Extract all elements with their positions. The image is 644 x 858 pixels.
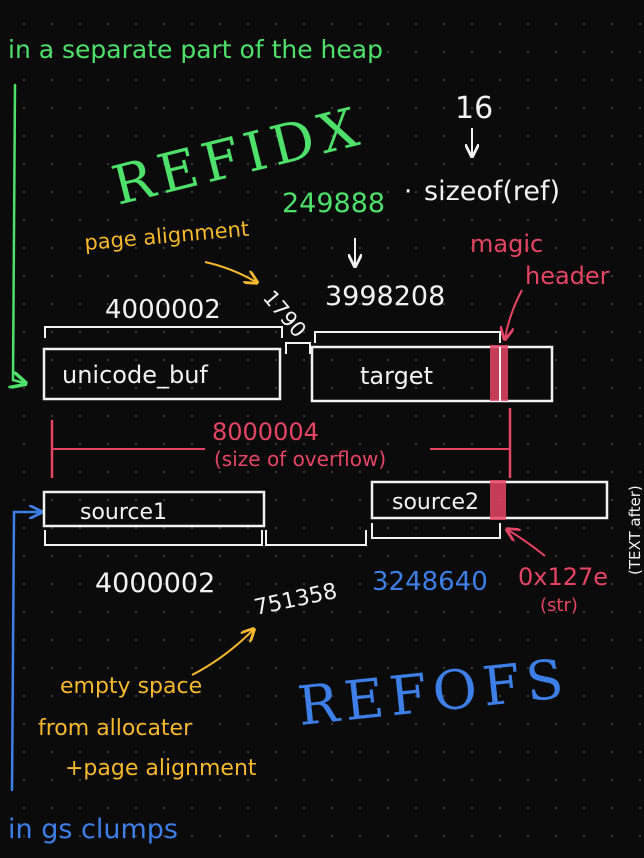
source1-label: source1 <box>80 500 167 525</box>
overflow-note: (size of overflow) <box>214 447 386 471</box>
row2-left-size: 4000002 <box>95 568 215 599</box>
empty-space-line3: +page alignment <box>65 756 257 781</box>
source2-label: source2 <box>392 490 479 515</box>
blue-bracket <box>10 510 40 792</box>
row1-left-size: 4000002 <box>105 295 221 325</box>
refidx-result: 3998208 <box>325 281 445 312</box>
sizeof-ref: sizeof(ref) <box>424 176 560 207</box>
empty-space-line2: from allocater <box>38 716 193 741</box>
unicode-buf-box <box>42 347 282 401</box>
source1-bottom-bracket <box>44 530 263 546</box>
row2-right-size: 3248640 <box>372 567 488 597</box>
empty-space-line1: empty space <box>60 674 202 699</box>
bottom-note: in gs clumps <box>8 814 178 845</box>
unicode-buf-label: unicode_buf <box>62 361 208 389</box>
overflow-size: 8000004 <box>212 418 319 446</box>
row1-gap-size: 1790 <box>258 286 311 342</box>
page-alignment-label: page alignment <box>83 217 250 255</box>
hex-value: 0x127e <box>518 563 608 591</box>
page-alignment-arrow <box>204 261 256 282</box>
source1-box <box>42 490 266 528</box>
row2-gap-size: 751358 <box>252 579 339 621</box>
target-label: target <box>360 362 433 390</box>
row1-gap-bracket <box>285 342 311 354</box>
unicode-buf-top-bracket <box>44 326 283 338</box>
multiply-dot: · <box>404 177 412 207</box>
str-label: (str) <box>540 595 578 616</box>
row2-gap-bracket <box>265 530 367 546</box>
source2-box <box>370 480 609 520</box>
str-arrow <box>508 530 546 557</box>
source2-bottom-bracket <box>371 523 501 539</box>
sixteen-label: 16 <box>455 91 493 126</box>
target-top-bracket <box>314 331 501 343</box>
side-note: (TEXT after) <box>626 485 644 575</box>
header-label: header <box>525 262 610 290</box>
magic-label: magic <box>470 230 543 258</box>
green-bracket <box>13 83 24 383</box>
str-header-marker <box>490 480 506 520</box>
refidx-count: 249888 <box>282 188 385 219</box>
refofs-title: REFOFS <box>295 647 572 738</box>
target-box <box>310 345 554 403</box>
top-note: in a separate part of the heap <box>8 35 383 64</box>
magic-header-arrow <box>505 289 523 338</box>
empty-space-arrow <box>191 630 253 676</box>
